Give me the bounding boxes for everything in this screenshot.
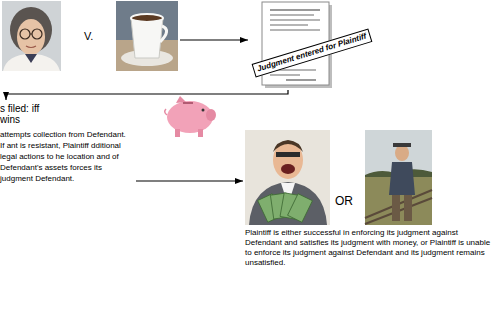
piggy-bank-part <box>206 109 216 121</box>
woman-photo-part <box>32 29 42 39</box>
judgment-banner: Judgment entered for Plaintiff <box>252 29 372 78</box>
outcome-group: OR Plaintiff is either successful in enfo… <box>243 128 498 268</box>
piggy-bank-part <box>183 102 193 104</box>
sad-man-photo <box>365 130 432 225</box>
sad-man-photo-part <box>392 195 400 221</box>
piggy-bank-part <box>202 109 205 112</box>
sad-man-photo-part <box>393 143 411 147</box>
coffee-cup-photo <box>116 1 178 71</box>
document-page-part <box>286 79 316 81</box>
document-page-part <box>270 14 314 16</box>
document-page-part <box>270 29 320 31</box>
versus-group: V. <box>0 0 180 72</box>
piggy-bank-part <box>165 109 167 115</box>
connector-arrow <box>6 90 288 100</box>
happy-man-photo <box>245 130 330 225</box>
or-label: OR <box>335 194 359 208</box>
happy-man-photo-part <box>281 164 295 174</box>
sad-man-photo-part <box>395 145 409 161</box>
woman-photo-part <box>20 29 30 39</box>
woman-photo-part <box>2 1 61 71</box>
step-heading: s filed: iff wins <box>0 103 46 125</box>
happy-man-photo-part <box>276 152 300 157</box>
document-page-part <box>270 19 320 21</box>
coffee-cup-photo-part <box>116 1 178 71</box>
versus-label: V. <box>84 30 93 43</box>
sad-man-photo-part <box>365 130 432 225</box>
connector-arrow <box>136 180 243 181</box>
piggy-bank <box>165 96 216 137</box>
document-page-part <box>270 9 320 11</box>
happy-man-photo-part <box>249 182 327 225</box>
piggy-bank-part <box>198 129 203 137</box>
document-page-part <box>270 74 300 76</box>
coffee-cup-photo-part <box>160 26 167 42</box>
woman-photo-part <box>3 54 60 71</box>
connector-arrow <box>180 39 248 40</box>
coffee-cup-photo-part <box>131 18 163 58</box>
sad-man-photo-part <box>389 162 415 195</box>
piggy-bank-part <box>167 101 213 133</box>
woman-photo <box>2 1 61 71</box>
piggy-bank-part <box>175 129 180 137</box>
outcome-caption: Plaintiff is either successful in enforc… <box>245 228 495 268</box>
collection-step: s filed: iff wins attempts collection fro… <box>0 100 135 184</box>
happy-man-photo-part <box>245 130 330 225</box>
piggy-bank-part <box>176 96 186 103</box>
happy-man-photo-part <box>258 193 313 222</box>
woman-photo-part <box>26 46 36 48</box>
happy-man-photo-part <box>273 141 303 179</box>
woman-photo-part <box>17 19 45 55</box>
step-body: attempts collection from Defendant. If a… <box>0 129 128 184</box>
woman-photo-part <box>30 33 32 34</box>
document-page-part <box>270 24 308 26</box>
happy-man-photo-part <box>273 140 303 152</box>
sad-man-photo-part <box>404 195 412 221</box>
coffee-cup-photo-part <box>131 14 163 22</box>
judgment-document: Judgment entered for Plaintiff <box>248 0 380 90</box>
woman-photo-part <box>25 54 37 63</box>
happy-man-photo-part-part <box>288 194 313 223</box>
